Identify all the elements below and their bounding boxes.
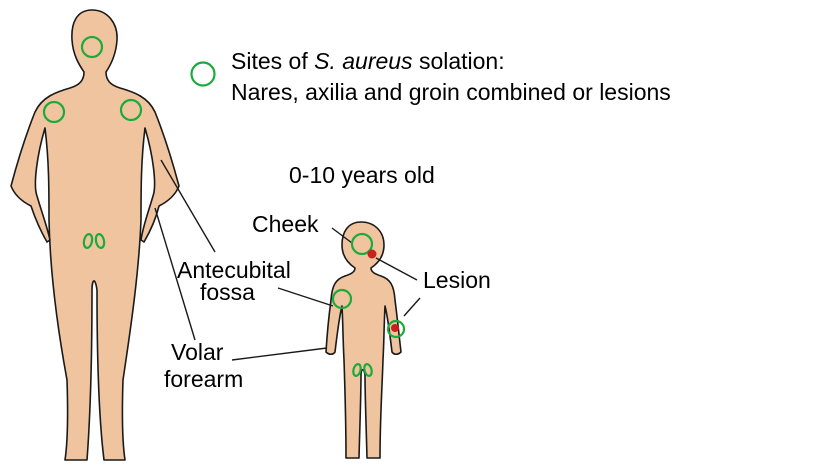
legend-species-name: S. aureus <box>314 48 413 74</box>
arm-lesion-dot <box>391 324 399 332</box>
antecubital-label-line-2: fossa <box>200 279 255 305</box>
age-group-label: 0-10 years old <box>289 162 435 188</box>
volar-leader-child <box>232 348 327 360</box>
lesion-label: Lesion <box>423 267 491 293</box>
legend-line-2: Nares, axilia and groin combined or lesi… <box>231 79 671 105</box>
adult-figure <box>11 10 179 460</box>
lesion-leader-arm <box>404 298 420 316</box>
antecubital-leader-adult <box>161 160 215 252</box>
adult-body-silhouette <box>11 10 179 460</box>
child-body-silhouette <box>326 222 401 458</box>
legend-line-1: Sites of S. aureus solation: <box>231 48 505 74</box>
volar-label-line-2: forearm <box>164 366 243 392</box>
antecubital-leader-child <box>278 288 333 306</box>
legend: Sites of S. aureus solation: Nares, axil… <box>231 48 671 105</box>
legend-line-1-pre: Sites of <box>231 48 314 74</box>
cheek-lesion-dot <box>368 250 377 259</box>
child-figure <box>326 222 401 458</box>
legend-site-marker <box>192 63 215 86</box>
legend-line-1-post: solation: <box>413 48 505 74</box>
volar-label-line-1: Volar <box>171 339 224 365</box>
cheek-label: Cheek <box>252 211 319 237</box>
